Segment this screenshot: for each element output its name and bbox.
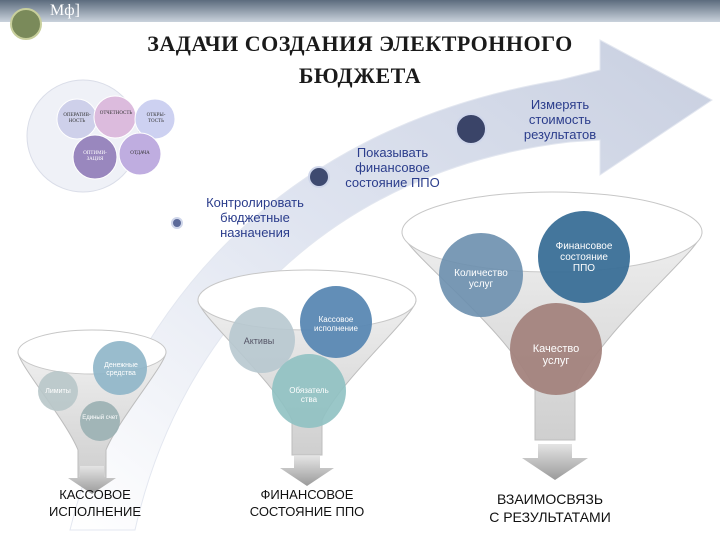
venn-label-4: ОПТИМИ-ЗАЦИЯ — [83, 151, 107, 162]
venn-label-5: ОТДАЧА — [130, 151, 150, 156]
circle-quantity — [439, 233, 523, 317]
execution-label: Кассовое исполнение — [314, 315, 358, 333]
circle-financial-state — [538, 211, 630, 303]
step-label-3: Измерять стоимость результатов — [523, 97, 597, 142]
money-label: Денежные средства — [104, 362, 138, 377]
title-line-2: БЮДЖЕТА — [298, 63, 422, 88]
financial-state-circle-label: Финансовое состояние ППО — [555, 241, 613, 274]
results-label-line-1: ВЗАИМОСВЯЗЬ — [496, 491, 604, 507]
results-label-line-2: С РЕЗУЛЬТАТАМИ — [489, 509, 611, 525]
quality-label: Качество услуг — [532, 343, 580, 367]
growth-arrow — [69, 39, 713, 531]
step-label-1: Контролировать бюджетные назначения — [206, 195, 304, 240]
step-dot-3 — [455, 113, 487, 145]
account-label: Единый счет — [82, 415, 118, 421]
quantity-label: Количество услуг — [454, 268, 508, 290]
venn-label-2: ОТЧЕТНОСТЬ — [99, 111, 133, 116]
header-bar — [0, 0, 720, 22]
circle-account — [80, 401, 120, 441]
assets-label: Активы — [243, 336, 275, 346]
emblem-icon — [10, 8, 42, 40]
venn-diagram — [26, 79, 176, 193]
circle-execution — [300, 286, 372, 358]
results-label: ВЗАИМОСВЯЗЬ С РЕЗУЛЬТАТАМИ — [465, 490, 635, 526]
financial-state-label: ФИНАНСОВОЕ СОСТОЯНИЕ ППО — [249, 487, 365, 519]
limits-label: Лимиты — [45, 388, 71, 395]
logo-text: Мф] — [50, 2, 80, 19]
circle-limits — [38, 371, 78, 411]
cash-execution-label: КАССОВОЕ ИСПОЛНЕНИЕ — [48, 487, 142, 519]
venn-label-3: ОТКРЫ-ТОСТЬ — [146, 113, 166, 124]
circle-obligations — [272, 354, 346, 428]
circle-assets — [229, 307, 295, 373]
venn-label-1: ОПЕРАТИВ-НОСТЬ — [63, 113, 91, 124]
circle-money — [93, 341, 147, 395]
title-line-1: ЗАДАЧИ СОЗДАНИЯ ЭЛЕКТРОННОГО — [147, 31, 573, 56]
obligations-label: Обязатель ства — [289, 386, 329, 404]
page-title: ЗАДАЧИ СОЗДАНИЯ ЭЛЕКТРОННОГО БЮДЖЕТА — [100, 28, 620, 92]
down-arrow-1 — [68, 466, 116, 494]
step-label-2: Показывать финансовое состояние ППО — [345, 145, 440, 190]
circle-quality — [510, 303, 602, 395]
step-dot-1 — [171, 217, 183, 229]
down-arrow-3 — [522, 444, 588, 480]
down-arrow-2 — [280, 456, 334, 486]
step-dot-2 — [308, 166, 330, 188]
